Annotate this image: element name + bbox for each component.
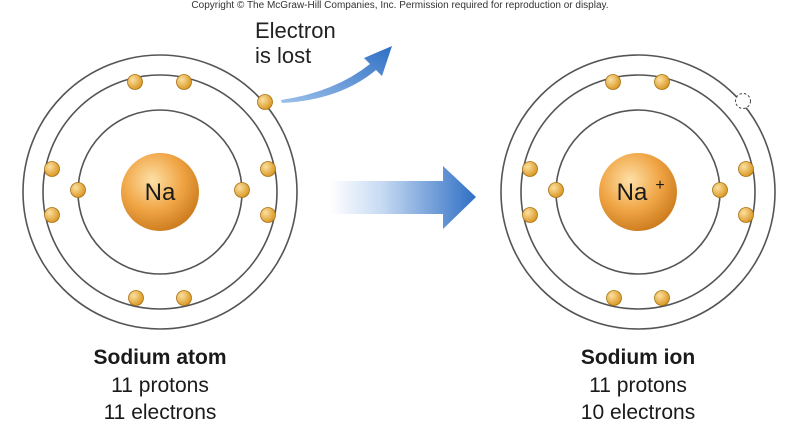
atom-name: Sodium atom: [93, 346, 227, 369]
atom-orbit-outer: [22, 54, 298, 330]
ion-electron: [654, 290, 670, 306]
electron-lost-line1: Electron: [255, 18, 336, 43]
atom-electron: [176, 74, 192, 90]
electron-lost-line2: is lost: [255, 43, 312, 68]
ion-nucleus-label: Na: [617, 179, 648, 206]
transition-arrow: [330, 166, 476, 229]
atom-valence-electron: [257, 94, 273, 110]
ion-electron: [738, 161, 754, 177]
atom-protons: 11 protons: [111, 374, 209, 397]
atom-electron: [127, 74, 143, 90]
atom-orbit-middle: [42, 74, 278, 310]
atom-electron: [44, 161, 60, 177]
ion-missing-electron: [735, 93, 751, 109]
copyright-notice: Copyright © The McGraw-Hill Companies, I…: [191, 0, 609, 11]
ion-caption: Sodium ion 11 protons 10 electrons: [508, 344, 768, 426]
ion-protons: 11 protons: [589, 374, 687, 397]
ion-electron: [548, 182, 564, 198]
sodium-atom: Na: [22, 54, 298, 330]
atom-electron: [44, 207, 60, 223]
ion-name: Sodium ion: [580, 346, 696, 369]
electron-lost-arrow: [281, 46, 392, 103]
atom-electron: [260, 161, 276, 177]
ion-electrons: 10 electrons: [580, 401, 696, 424]
atom-nucleus-label: Na: [145, 179, 176, 206]
ion-electron: [606, 290, 622, 306]
electron-lost-label: Electron is lost: [255, 18, 336, 68]
atom-electrons: 11 electrons: [103, 401, 217, 424]
atom-electron: [70, 182, 86, 198]
atom-nucleus: [121, 153, 199, 231]
ion-electron: [522, 207, 538, 223]
atom-electron: [260, 207, 276, 223]
ion-electron: [738, 207, 754, 223]
atom-caption: Sodium atom 11 protons 11 electrons: [30, 344, 290, 426]
atom-electron: [176, 290, 192, 306]
ion-charge: +: [655, 177, 664, 194]
ion-electron: [522, 161, 538, 177]
ion-electron: [712, 182, 728, 198]
ion-orbit-middle: [520, 74, 756, 310]
ion-electron: [654, 74, 670, 90]
atom-electron: [234, 182, 250, 198]
ion-orbit-outer: [500, 54, 776, 330]
ion-nucleus: [599, 153, 677, 231]
ion-symbol: Na: [617, 179, 648, 206]
sodium-ion: Na +: [500, 54, 776, 330]
ion-electron: [605, 74, 621, 90]
atom-electron: [128, 290, 144, 306]
